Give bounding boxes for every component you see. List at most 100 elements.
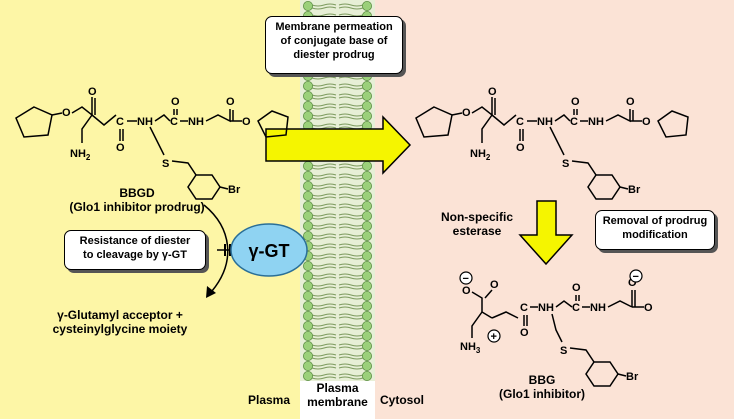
lipid-tail xyxy=(338,233,364,237)
charge-minus: − xyxy=(463,273,469,285)
esterase-line-2: esterase xyxy=(452,224,502,238)
lipid-tail xyxy=(338,323,364,327)
lipid-tail xyxy=(338,353,364,357)
esterase-label: Non-specific esterase xyxy=(432,210,522,238)
lipid-tail xyxy=(338,83,364,87)
bond-chain xyxy=(171,160,197,176)
lipid-head xyxy=(302,320,313,331)
lipid-head xyxy=(302,200,313,211)
lipid-tail xyxy=(338,266,364,270)
negative-charge xyxy=(629,269,643,283)
lipid-head xyxy=(361,250,372,261)
lipid-tail xyxy=(338,163,364,167)
lipid-tail xyxy=(311,103,337,107)
lipid-tail xyxy=(311,266,337,270)
lipid-head xyxy=(361,320,372,331)
lipid-head xyxy=(361,1,372,11)
lipid-tail xyxy=(311,186,337,190)
bond-chain xyxy=(481,114,493,143)
atom-br: Br xyxy=(628,184,641,196)
lipid-tail xyxy=(311,273,337,277)
removal-line-1: Removal of prodrug xyxy=(602,215,708,227)
lipid-tail xyxy=(338,356,364,360)
lipid-tail xyxy=(311,76,337,80)
bond-chain xyxy=(605,109,631,123)
bbgd-description: (Glo1 inhibitor prodrug) xyxy=(69,200,205,214)
bromophenyl-ring xyxy=(187,174,221,200)
lipid-tail xyxy=(338,123,364,127)
lipid-tail xyxy=(311,176,337,180)
atom-nh: NH xyxy=(188,116,204,128)
atom-s: S xyxy=(560,345,567,357)
bond xyxy=(617,373,627,377)
atom-br: Br xyxy=(626,371,639,383)
lipid-tail xyxy=(338,86,364,90)
cleavage-arrow xyxy=(203,204,229,292)
lipid-tail xyxy=(311,303,337,307)
lipid-head xyxy=(361,190,372,201)
resistance-line-2: to cleavage by γ-GT xyxy=(83,249,187,261)
atom-o: O xyxy=(571,96,580,108)
lipid-tail xyxy=(311,193,337,197)
lipid-tail xyxy=(311,113,337,117)
lipid-tail xyxy=(338,93,364,97)
lipid-tail xyxy=(338,3,364,7)
atom-o: O xyxy=(516,142,525,154)
lipid-tail xyxy=(338,183,364,187)
bond-chain xyxy=(205,109,231,123)
lipid-tail xyxy=(311,166,337,170)
atom-s: S xyxy=(162,158,169,170)
lipid-tail xyxy=(311,286,337,290)
lipid-tail xyxy=(311,116,337,120)
lipid-head xyxy=(361,300,372,311)
lipid-tail xyxy=(338,116,364,120)
products-label: γ-Glutamyl acceptor + cysteinylglycine m… xyxy=(20,308,220,336)
lipid-tail xyxy=(338,373,364,377)
lipid-tail xyxy=(311,356,337,360)
lipid-tail xyxy=(311,326,337,330)
lipid-tail xyxy=(311,233,337,237)
atom-o: O xyxy=(572,282,581,294)
lipid-tail xyxy=(338,213,364,217)
bond-chain xyxy=(607,300,633,308)
removal-callout: Removal of prodrug modification xyxy=(595,210,715,250)
lipid-tail xyxy=(338,173,364,177)
cytosol-zone-label: Cytosol xyxy=(380,393,425,407)
charge-minus: − xyxy=(633,271,639,283)
lipid-tail xyxy=(311,216,337,220)
lipid-tail xyxy=(338,96,364,100)
cyclopentyl-ring xyxy=(657,110,689,138)
lipid-head xyxy=(302,170,313,181)
atom-o: O xyxy=(116,142,125,154)
plasma-region xyxy=(0,0,300,419)
lipid-head xyxy=(302,270,313,281)
lipid-tail xyxy=(338,186,364,190)
bbgd-cytosol-structure: O O NH2 C O NH C O NH O O S Br xyxy=(415,86,689,200)
lipid-tail xyxy=(338,223,364,227)
lipid-tail xyxy=(338,326,364,330)
lipid-tail xyxy=(311,366,337,370)
negative-charge xyxy=(459,271,473,285)
lipid-tail xyxy=(338,203,364,207)
lipid-tail xyxy=(311,183,337,187)
lipid-tail xyxy=(338,106,364,110)
lipid-tail xyxy=(311,276,337,280)
atom-o-carbonyl: O xyxy=(488,86,497,98)
bond-chain xyxy=(149,126,165,156)
lipid-tail xyxy=(311,283,337,287)
lipid-tail xyxy=(311,243,337,247)
membrane-label-line-1: Plasma xyxy=(316,381,359,395)
bbgd-label: BBGD (Glo1 inhibitor prodrug) xyxy=(62,186,212,214)
atom-c: C xyxy=(570,116,578,128)
atom-c: C xyxy=(516,116,524,128)
lipid-tail xyxy=(311,316,337,320)
lipid-tail xyxy=(338,336,364,340)
lipid-head xyxy=(302,260,313,271)
lipid-tail xyxy=(311,336,337,340)
lipid-tail xyxy=(338,256,364,260)
lipid-tail xyxy=(311,293,337,297)
bond-chain xyxy=(551,313,563,343)
atom-o-ester: O xyxy=(642,116,651,128)
atom-o-minus: O xyxy=(462,285,471,297)
atom-nh: NH xyxy=(137,116,153,128)
